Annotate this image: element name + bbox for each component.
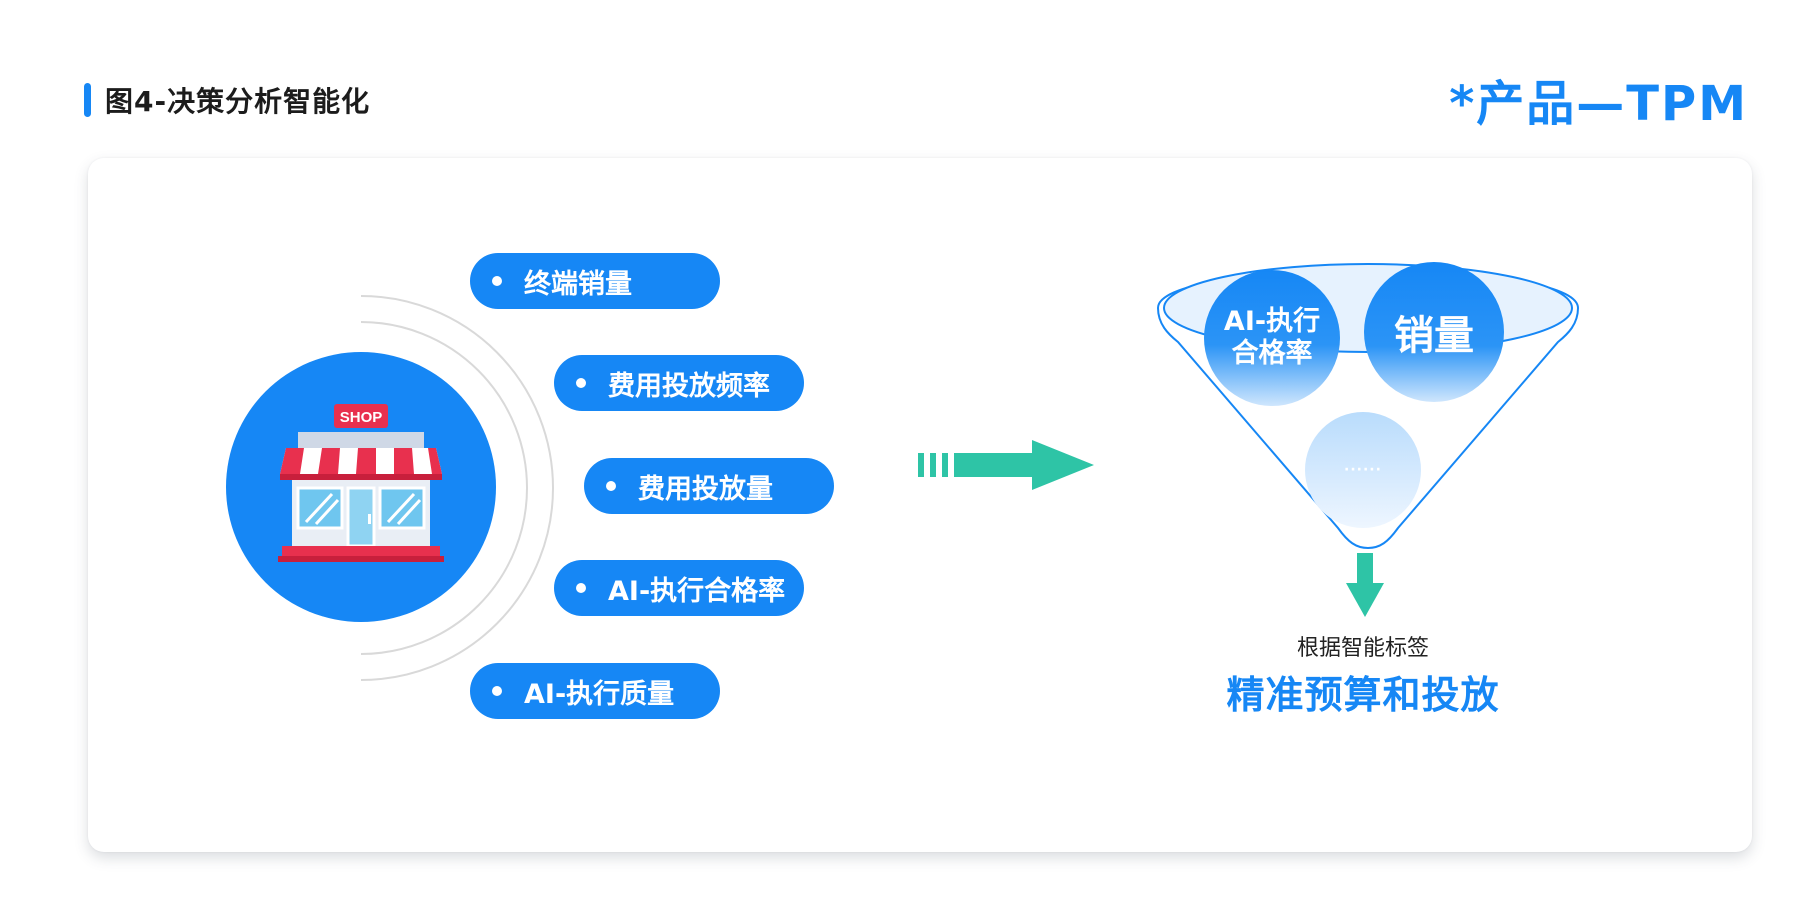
bubble-label-line-2: 合格率 xyxy=(1231,338,1313,369)
bullet-dot xyxy=(492,276,502,286)
bubble-label: 销量 xyxy=(1394,313,1474,359)
factor-label: 费用投放量 xyxy=(638,473,773,505)
factor-label: AI-执行合格率 xyxy=(608,575,786,607)
factor-pill-ai-quality: AI-执行质量 xyxy=(470,663,720,719)
down-arrow-icon xyxy=(1346,553,1384,617)
factor-pill-spend-frequency: 费用投放频率 xyxy=(554,355,804,411)
factor-label: 终端销量 xyxy=(524,268,632,300)
bullet-dot xyxy=(492,686,502,696)
factor-pill-terminal-sales: 终端销量 xyxy=(470,253,720,309)
bullet-dot xyxy=(576,378,586,388)
result-title: 精准预算和投放 xyxy=(1226,673,1500,717)
bullet-dot xyxy=(606,481,616,491)
bullet-dot xyxy=(576,583,586,593)
bubble-label-line-1: AI-执行 xyxy=(1223,306,1321,337)
page-title: 图4-决策分析智能化 xyxy=(105,85,371,118)
diagram-card: SHOP 终端销量 费用投放频率 xyxy=(88,158,1752,852)
factor-pill-ai-pass-rate: AI-执行合格率 xyxy=(554,560,804,616)
bubble-more: ······ xyxy=(1305,412,1421,528)
right-arrow-icon xyxy=(918,440,1094,490)
bubble-label: ······ xyxy=(1344,462,1382,478)
factor-label: AI-执行质量 xyxy=(524,678,675,710)
bubble-ai-pass-rate: AI-执行 合格率 xyxy=(1204,270,1340,406)
product-tag: *产品—TPM xyxy=(1449,76,1748,132)
factor-label: 费用投放频率 xyxy=(608,370,770,402)
factor-pill-spend-volume: 费用投放量 xyxy=(584,458,834,514)
bubble-sales: 销量 xyxy=(1364,262,1504,402)
shop-circle: SHOP xyxy=(226,352,496,622)
result-subtitle: 根据智能标签 xyxy=(1296,636,1429,661)
title-accent-bar xyxy=(84,83,91,117)
shop-icon: SHOP xyxy=(278,404,444,562)
shop-sign-text: SHOP xyxy=(340,409,383,426)
section-title: 图4-决策分析智能化 xyxy=(84,82,370,118)
